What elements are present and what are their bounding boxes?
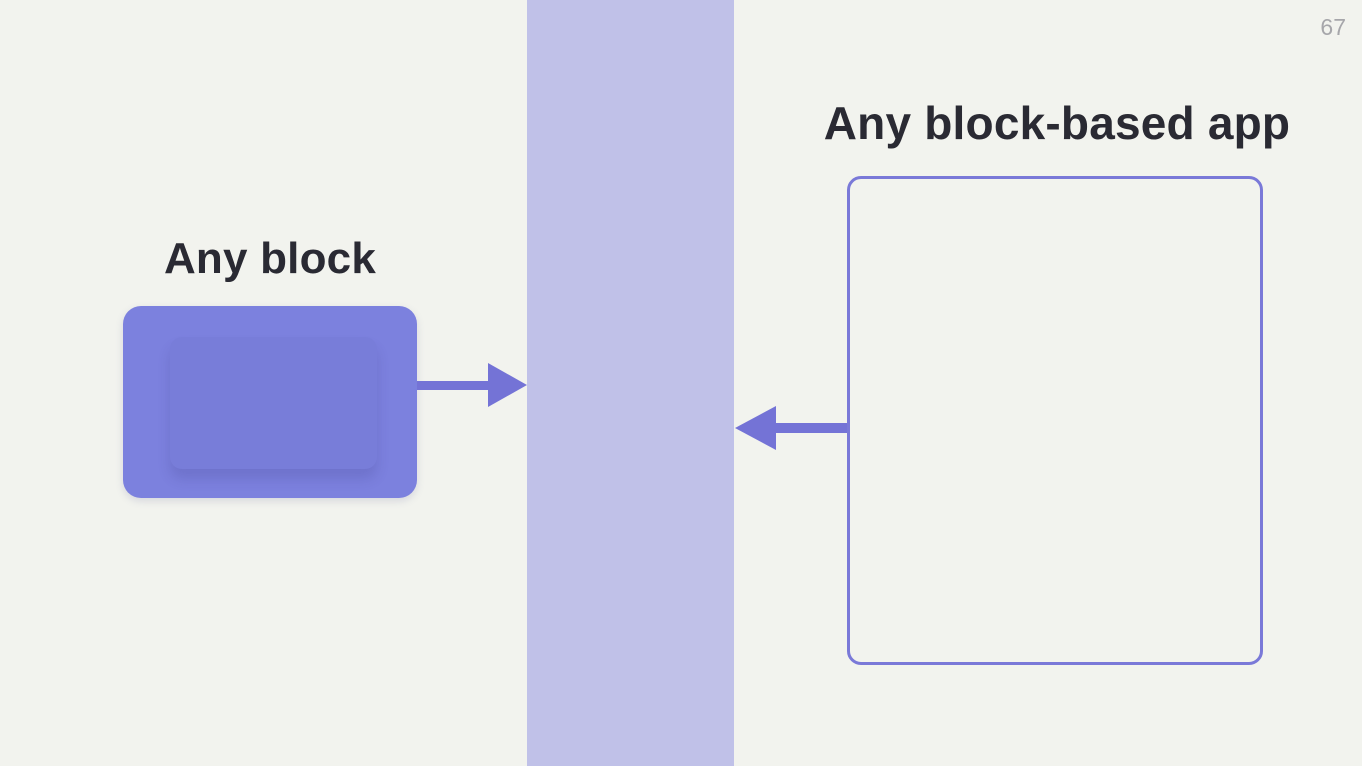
arrow-block-to-band-shaft <box>417 381 491 390</box>
arrow-left-icon <box>735 406 776 450</box>
arrow-right-icon <box>488 363 527 407</box>
app-outline-box <box>847 176 1263 665</box>
protocol-band <box>527 0 734 766</box>
page-number: 67 <box>1320 14 1346 40</box>
any-block-based-app-label: Any block-based app <box>823 97 1291 149</box>
any-block-box <box>123 306 417 498</box>
arrow-app-to-band-shaft <box>774 423 847 433</box>
any-block-inner-box <box>170 337 377 469</box>
any-block-label: Any block <box>163 234 377 283</box>
